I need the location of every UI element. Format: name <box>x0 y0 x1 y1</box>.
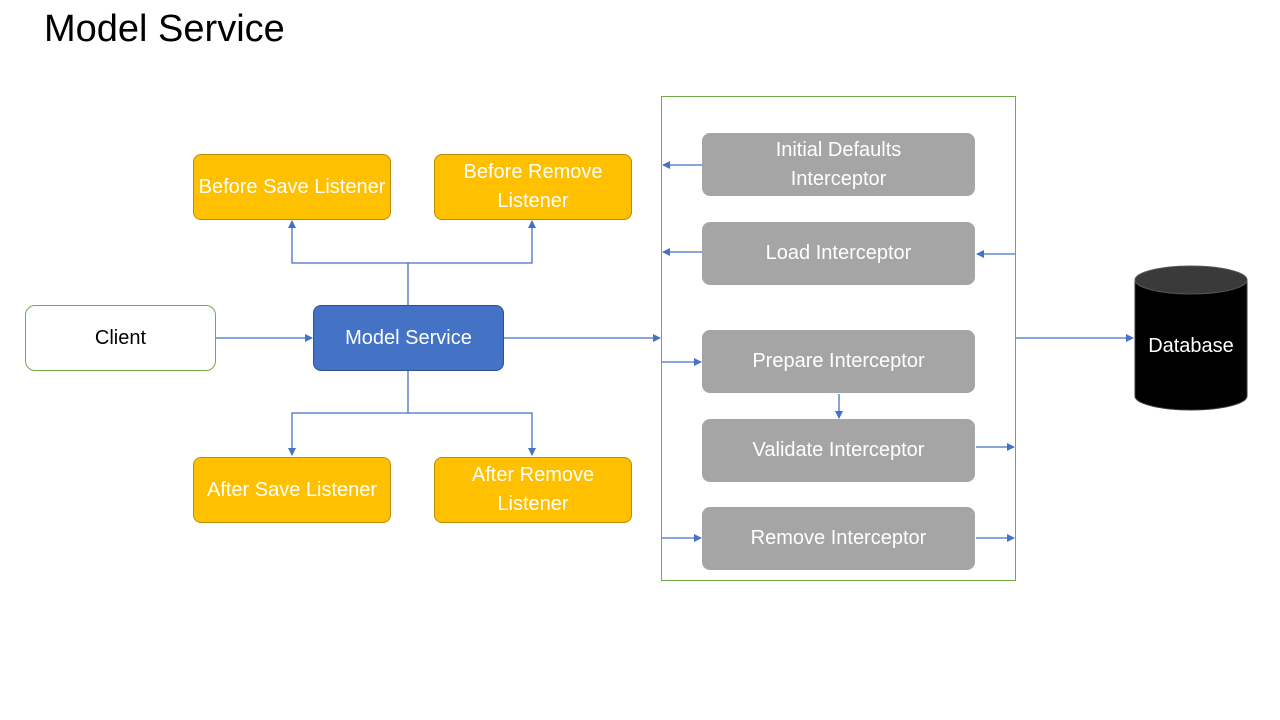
validate-interceptor-node: Validate Interceptor <box>702 419 975 482</box>
after-save-listener-node: After Save Listener <box>193 457 391 523</box>
page-title: Model Service <box>44 8 285 50</box>
database-cylinder: Database <box>1134 265 1248 411</box>
database-label: Database <box>1148 335 1234 357</box>
arrow-model-to-before-save <box>288 220 409 305</box>
client-node: Client <box>25 305 216 371</box>
before-save-listener-node: Before Save Listener <box>193 154 391 220</box>
load-interceptor-node: Load Interceptor <box>702 222 975 285</box>
arrow-model-to-before-remove <box>408 220 536 264</box>
arrow-model-to-after-save <box>288 371 409 456</box>
model-service-node: Model Service <box>313 305 504 371</box>
interceptor-group <box>661 96 1016 581</box>
after-remove-listener-node: After Remove Listener <box>434 457 632 523</box>
before-remove-listener-node: Before Remove Listener <box>434 154 632 220</box>
remove-interceptor-node: Remove Interceptor <box>702 507 975 570</box>
arrow-model-to-after-remove <box>408 412 536 456</box>
prepare-interceptor-node: Prepare Interceptor <box>702 330 975 393</box>
initial-defaults-interceptor-node: Initial Defaults Interceptor <box>702 133 975 196</box>
